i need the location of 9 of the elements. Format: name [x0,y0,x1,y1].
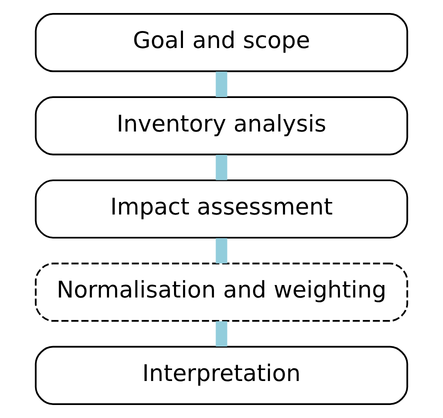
node-box: Normalisation and weighting [34,262,408,322]
node-box: Inventory analysis [34,96,408,156]
node-box: Impact assessment [34,179,408,239]
connector [216,154,228,180]
connector [216,321,228,347]
connector [216,238,228,264]
node-box: Interpretation [34,346,408,405]
connector [216,72,228,97]
node-box: Goal and scope [34,13,408,72]
